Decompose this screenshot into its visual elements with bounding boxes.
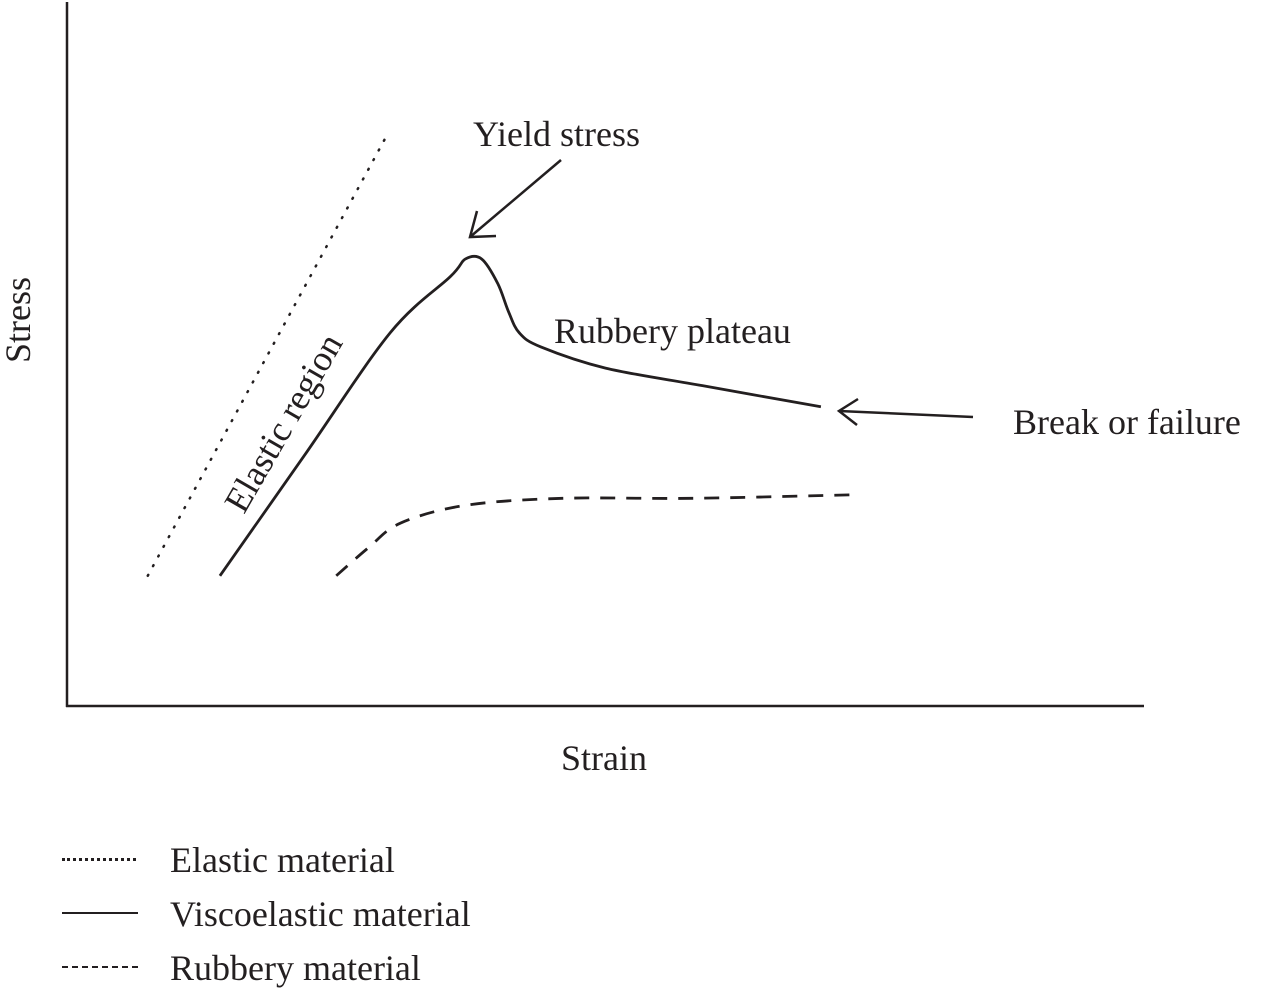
legend-item-rubbery: Rubbery material <box>62 946 662 994</box>
break-or-failure-arrow <box>836 397 974 426</box>
legend-label: Elastic material <box>170 840 395 880</box>
legend-item-elastic: Elastic material <box>62 838 662 886</box>
arrow-head-icon <box>836 397 859 426</box>
rubbery-plateau-label: Rubbery plateau <box>554 311 791 351</box>
yield-stress-arrow <box>468 159 562 239</box>
rubbery-material-curve <box>335 493 854 577</box>
dashed-line-swatch <box>62 966 138 968</box>
stress-strain-diagram: Strain Stress Yield stress Elastic regio… <box>0 2 1241 778</box>
yield-stress-label: Yield stress <box>473 114 640 154</box>
legend-label: Viscoelastic material <box>170 894 471 934</box>
x-axis-label: Strain <box>561 738 647 778</box>
viscoelastic-material-curve <box>218 254 822 577</box>
elastic-region-label: Elastic region <box>216 327 350 519</box>
y-axis-label: Stress <box>0 277 38 363</box>
legend-item-viscoelastic: Viscoelastic material <box>62 892 662 940</box>
arrow-head-icon <box>468 210 497 239</box>
dotted-line-swatch <box>62 858 136 861</box>
legend-label: Rubbery material <box>170 948 421 988</box>
solid-line-swatch <box>62 912 138 914</box>
break-or-failure-label: Break or failure <box>1013 402 1241 442</box>
